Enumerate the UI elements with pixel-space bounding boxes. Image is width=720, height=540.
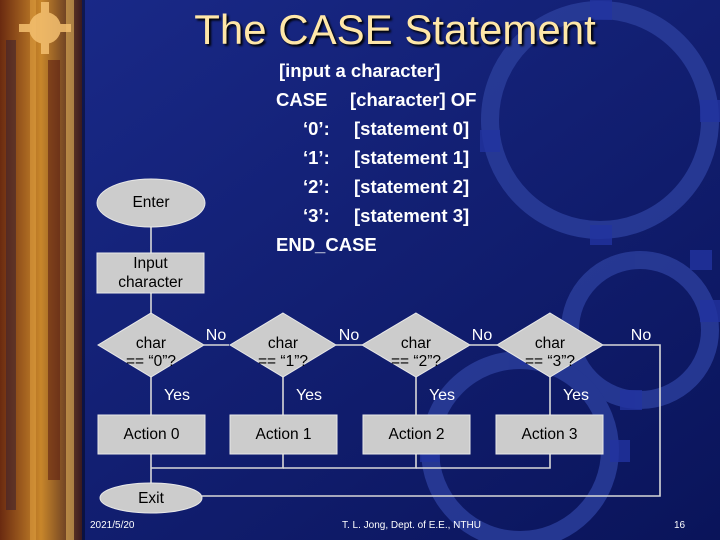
decision-3-line1: char bbox=[534, 335, 566, 352]
yes-label-0: Yes bbox=[163, 387, 191, 404]
decision-0-line2: == “0”? bbox=[126, 353, 176, 370]
decision-diamond-0 bbox=[97, 312, 205, 378]
code-input-line: [input a character] bbox=[279, 60, 441, 81]
decision-2-line1: char bbox=[400, 335, 432, 352]
decision-diamond-3 bbox=[496, 312, 604, 378]
action-2-label: Action 2 bbox=[388, 426, 445, 443]
code-case-stmt-1: [statement 1] bbox=[354, 147, 470, 168]
footer-page-number: 16 bbox=[674, 520, 686, 531]
code-case-subject: [character] OF bbox=[350, 89, 477, 110]
code-case-key-3: ‘3’: bbox=[303, 205, 330, 226]
enter-terminal bbox=[96, 178, 206, 228]
input-label-line2: character bbox=[118, 274, 183, 291]
connector-action1-merge bbox=[151, 454, 284, 469]
action-3-label: Action 3 bbox=[521, 426, 578, 443]
code-case-stmt-0: [statement 0] bbox=[354, 118, 470, 139]
action-box-1 bbox=[229, 414, 338, 455]
code-case-stmt-3: [statement 3] bbox=[354, 205, 470, 226]
connector-no-3 bbox=[202, 344, 661, 497]
connector-action3-merge bbox=[416, 454, 551, 469]
decision-3-line2: == “3”? bbox=[525, 353, 575, 370]
yes-label-3: Yes bbox=[562, 387, 590, 404]
action-box-2 bbox=[362, 414, 471, 455]
decision-diamond-2 bbox=[361, 312, 471, 378]
code-case-stmt-2: [statement 2] bbox=[354, 176, 470, 197]
code-case-key-0: ‘0’: bbox=[303, 118, 330, 139]
decision-1-line1: char bbox=[267, 335, 299, 352]
no-label-0: No bbox=[205, 327, 227, 344]
yes-label-2: Yes bbox=[428, 387, 456, 404]
decision-diamond-1 bbox=[229, 312, 337, 378]
no-label-3: No bbox=[630, 327, 652, 344]
connector-action2-merge bbox=[283, 454, 417, 469]
action-0-label: Action 0 bbox=[123, 426, 180, 443]
decision-1-line2: == “1”? bbox=[258, 353, 308, 370]
no-label-1: No bbox=[338, 327, 360, 344]
exit-label: Exit bbox=[138, 490, 164, 507]
action-box-0 bbox=[97, 414, 206, 455]
code-case-key-2: ‘2’: bbox=[303, 176, 330, 197]
exit-terminal bbox=[99, 482, 203, 514]
input-label-line1: Input bbox=[133, 255, 168, 272]
footer-date: 2021/5/20 bbox=[90, 520, 135, 531]
code-end-case: END_CASE bbox=[276, 234, 377, 255]
code-case-keyword: CASE bbox=[276, 89, 328, 110]
no-label-2: No bbox=[471, 327, 493, 344]
code-case-key-1: ‘1’: bbox=[303, 147, 330, 168]
corner-gear-icon bbox=[19, 2, 71, 54]
yes-label-1: Yes bbox=[295, 387, 323, 404]
footer-author: T. L. Jong, Dept. of E.E., NTHU bbox=[342, 520, 481, 531]
decision-0-line1: char bbox=[135, 335, 167, 352]
action-box-3 bbox=[495, 414, 604, 455]
action-1-label: Action 1 bbox=[255, 426, 312, 443]
slide-title: The CASE Statement bbox=[194, 6, 596, 53]
enter-label: Enter bbox=[132, 194, 170, 211]
decision-2-line2: == “2”? bbox=[391, 353, 441, 370]
input-box bbox=[96, 252, 205, 294]
